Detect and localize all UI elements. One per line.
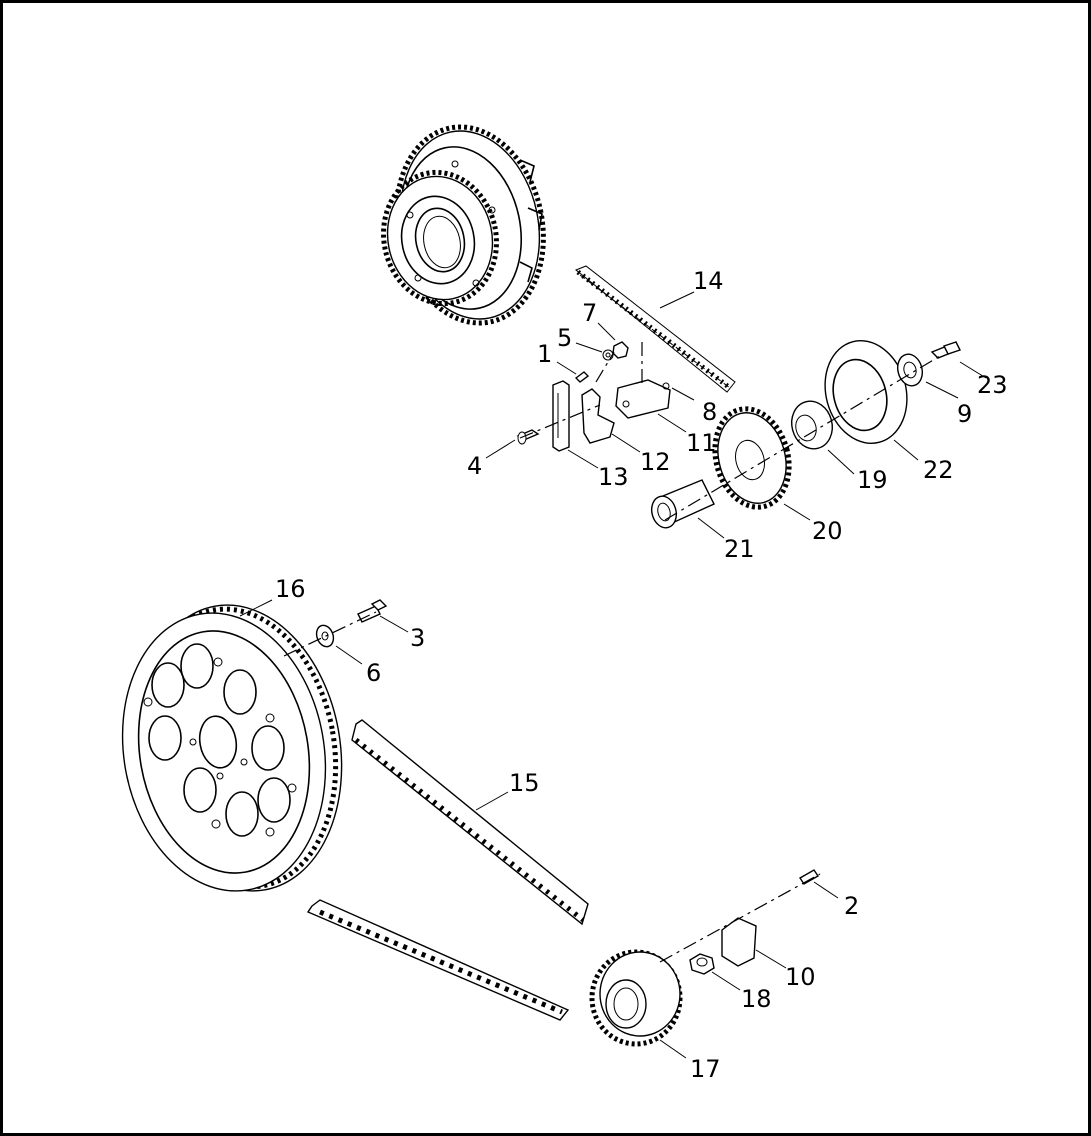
callout-10: 10 [785, 963, 816, 991]
callout-labels: 1 2 3 4 5 6 7 8 9 10 11 12 13 14 15 16 1… [275, 267, 1008, 1083]
callout-5: 5 [557, 324, 572, 352]
callout-12: 12 [640, 448, 671, 476]
callout-19: 19 [857, 466, 888, 494]
callout-21: 21 [724, 535, 755, 563]
clutch-shell-assembly [381, 124, 546, 326]
rear-belt-pulley [121, 604, 343, 892]
callout-2: 2 [844, 892, 859, 920]
callout-15: 15 [509, 769, 540, 797]
drive-belt [306, 719, 589, 1021]
callout-13: 13 [598, 463, 629, 491]
callout-9: 9 [957, 400, 972, 428]
callout-23: 23 [977, 371, 1008, 399]
callout-16: 16 [275, 575, 306, 603]
front-belt-pulley [589, 869, 819, 1047]
leader-lines [239, 291, 987, 1059]
callout-18: 18 [741, 985, 772, 1013]
callout-7: 7 [582, 299, 597, 327]
callout-6: 6 [366, 659, 381, 687]
callout-4: 4 [467, 452, 482, 480]
chain-adjuster-parts [516, 341, 671, 452]
callout-8: 8 [702, 398, 717, 426]
callout-22: 22 [923, 456, 954, 484]
callout-20: 20 [812, 517, 843, 545]
callout-14: 14 [693, 267, 724, 295]
callout-11: 11 [686, 429, 717, 457]
pulley-bolt-and-washer [315, 599, 388, 648]
callout-3: 3 [410, 624, 425, 652]
sprocket-stack [650, 340, 961, 529]
primary-chain [575, 265, 736, 393]
callout-1: 1 [537, 340, 552, 368]
centerlines [283, 342, 941, 963]
callout-17: 17 [690, 1055, 721, 1083]
